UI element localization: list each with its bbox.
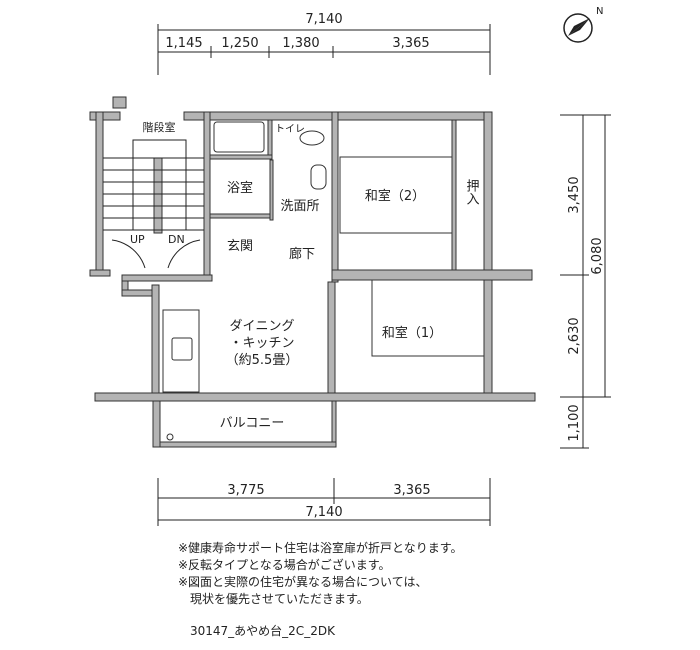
dim-top-total: 7,140 bbox=[305, 12, 342, 27]
label-dk-1: ダイニング bbox=[229, 319, 294, 334]
top-dimensions: 7,140 1,145 1,250 1,380 3,365 bbox=[157, 12, 491, 75]
label-up: UP bbox=[130, 233, 145, 246]
label-entrance: 玄関 bbox=[227, 239, 253, 254]
label-hallway: 廊下 bbox=[289, 246, 315, 262]
dim-top-4: 3,365 bbox=[392, 36, 429, 51]
note-1: ※健康寿命サポート住宅は浴室扉が折戸となります。 bbox=[178, 541, 463, 555]
dim-bottom-total: 7,140 bbox=[305, 505, 342, 520]
label-dk-2: ・キッチン bbox=[229, 336, 294, 351]
label-dk-3: （約5.5畳） bbox=[226, 353, 299, 368]
dim-top-3: 1,380 bbox=[282, 36, 319, 51]
note-3: ※図面と実際の住宅が異なる場合については、 bbox=[178, 575, 428, 589]
label-washitsu-1: 和室（1） bbox=[382, 325, 442, 341]
dim-right-1: 3,450 bbox=[567, 176, 582, 213]
label-balcony: バルコニー bbox=[220, 416, 285, 431]
dim-bottom-2: 3,365 bbox=[393, 483, 430, 498]
label-closet-1: 押入 bbox=[464, 179, 480, 205]
label-stair: 階段室 bbox=[143, 120, 176, 134]
bottom-dimensions: 3,775 3,365 7,140 bbox=[157, 478, 491, 526]
note-2: ※反転タイプとなる場合がございます。 bbox=[178, 558, 391, 572]
notes: ※健康寿命サポート住宅は浴室扉が折戸となります。 ※反転タイプとなる場合がござい… bbox=[178, 540, 463, 608]
plan-code: 30147_あやめ台_2C_2DK bbox=[190, 624, 335, 638]
room-labels: 階段室 UP DN トイレ 浴室 洗面所 玄関 廊下 和室（2） 押入 ダイニン… bbox=[130, 120, 479, 431]
walls bbox=[89, 96, 536, 448]
right-dimensions: 3,450 2,630 1,100 6,080 bbox=[560, 114, 611, 449]
note-4: 現状を優先させていただきます。 bbox=[178, 592, 369, 606]
label-washitsu-2: 和室（2） bbox=[365, 188, 425, 204]
dim-top-2: 1,250 bbox=[221, 36, 258, 51]
dim-right-total: 6,080 bbox=[590, 237, 605, 274]
label-dn: DN bbox=[168, 233, 185, 246]
compass-icon: N bbox=[563, 6, 603, 43]
label-toilet: トイレ bbox=[275, 124, 305, 135]
label-washroom: 洗面所 bbox=[280, 199, 319, 214]
dim-bottom-1: 3,775 bbox=[227, 483, 264, 498]
dim-right-3: 1,100 bbox=[567, 404, 582, 441]
compass-north-label: N bbox=[596, 6, 603, 17]
staircase bbox=[103, 139, 204, 269]
dim-right-2: 2,630 bbox=[567, 317, 582, 354]
dim-top-1: 1,145 bbox=[165, 36, 202, 51]
label-bath: 浴室 bbox=[227, 180, 253, 196]
